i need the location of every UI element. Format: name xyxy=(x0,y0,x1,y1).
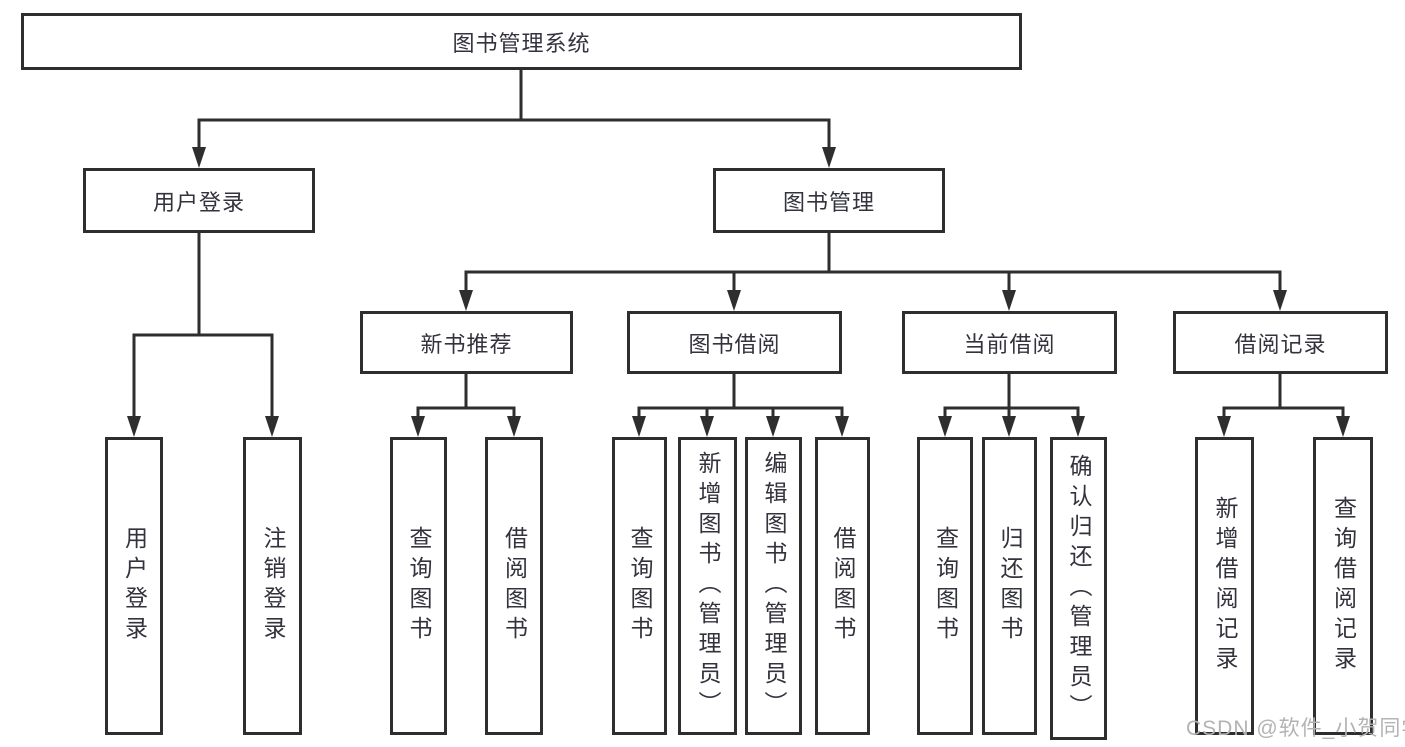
leaf-query-borrow-record: 查询借阅记录 xyxy=(1313,437,1373,735)
leaf-edit-books-admin: 编辑图书（管理员） xyxy=(745,437,802,735)
leaf-user-login: 用户登录 xyxy=(105,437,163,735)
node-book-borrowing: 图书借阅 xyxy=(627,311,842,374)
node-borrowing-records: 借阅记录 xyxy=(1173,311,1388,374)
leaf-query-books-borrow: 查询图书 xyxy=(612,437,667,735)
node-current-borrowing: 当前借阅 xyxy=(902,311,1117,374)
leaf-borrow-books: 借阅图书 xyxy=(815,437,870,735)
node-new-book-recommendation: 新书推荐 xyxy=(360,311,573,374)
leaf-query-books-current: 查询图书 xyxy=(917,437,973,735)
leaf-logout: 注销登录 xyxy=(243,437,302,735)
leaf-add-borrow-record: 新增借阅记录 xyxy=(1195,437,1254,735)
leaf-return-books: 归还图书 xyxy=(982,437,1037,735)
leaf-add-books-admin: 新增图书（管理员） xyxy=(678,437,737,735)
leaf-borrow-books-recommend: 借阅图书 xyxy=(485,437,543,735)
csdn-watermark: CSDN @软件_小贺同学 xyxy=(1186,717,1405,740)
node-book-management: 图书管理 xyxy=(713,168,945,233)
root-node-library-management-system: 图书管理系统 xyxy=(21,13,1022,70)
leaf-query-books-recommend: 查询图书 xyxy=(390,437,447,735)
node-user-login: 用户登录 xyxy=(83,168,315,233)
leaf-confirm-return-admin: 确认归还（管理员） xyxy=(1050,437,1107,740)
